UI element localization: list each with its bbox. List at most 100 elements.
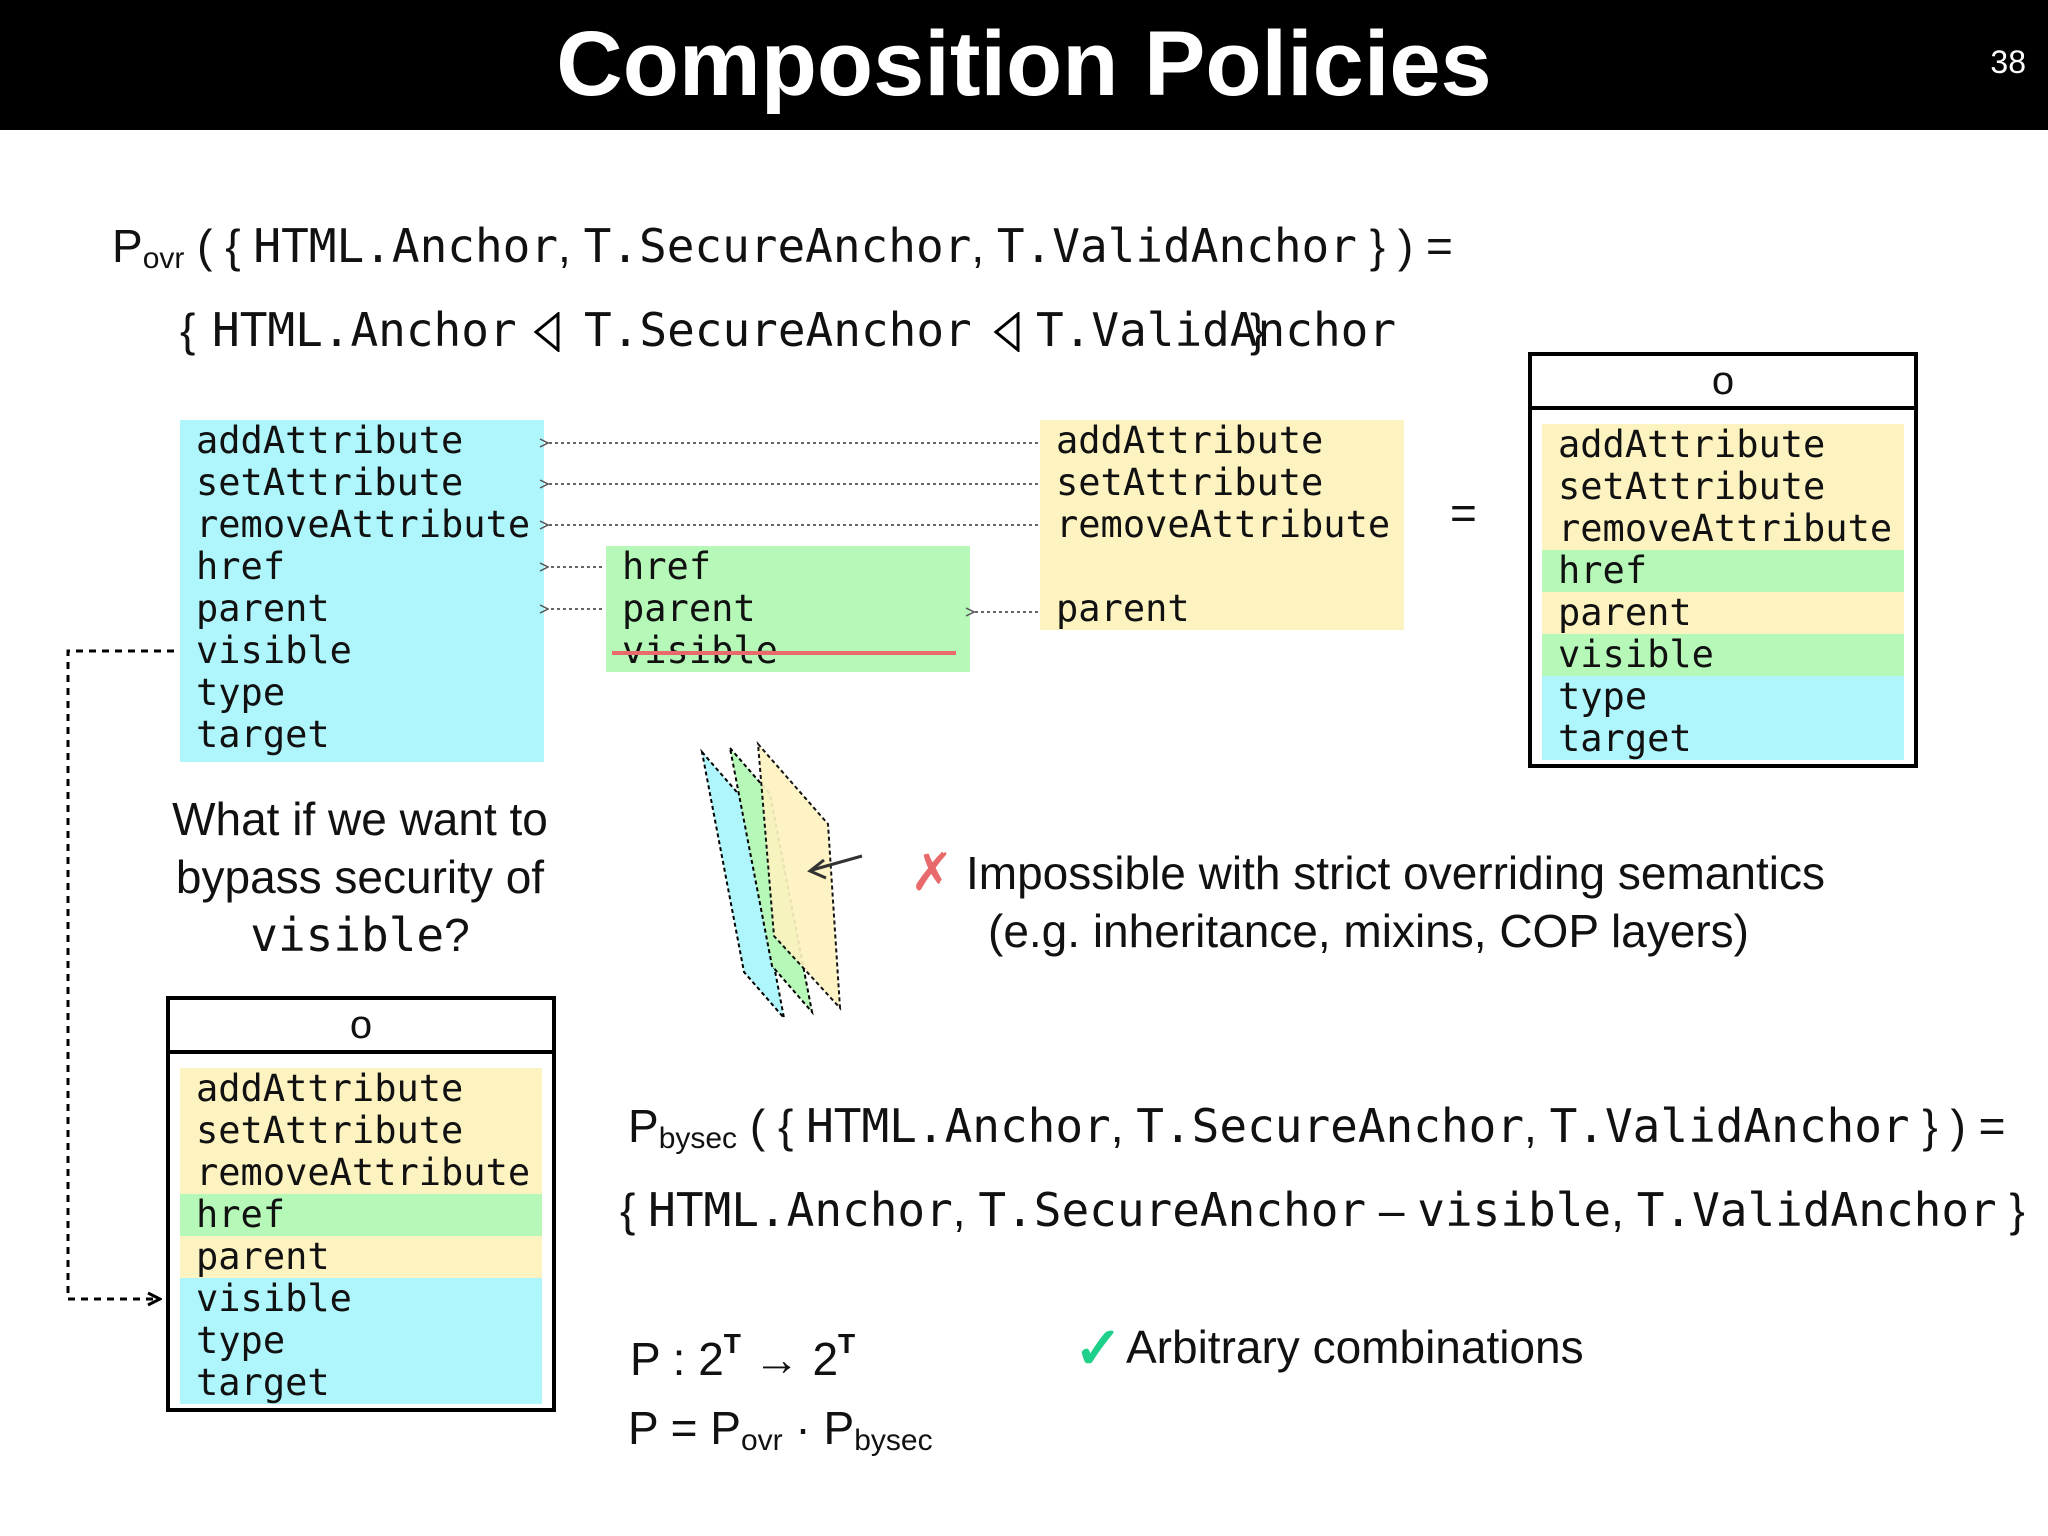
formula-bysec: Pbysec ( { HTML.Anchor, T.SecureAnchor, …: [628, 1098, 2006, 1167]
title-bar: [0, 0, 2048, 130]
object-member-parent: parent: [1542, 592, 1904, 634]
layer-plane-html: [700, 748, 786, 1022]
compose-sub-bysec: bysec: [854, 1424, 933, 1457]
formula-ovr-result: { HTML.Anchor T.SecureAnchor T.ValidAnch…: [180, 302, 1400, 358]
bypass-arrow: [66, 649, 174, 1299]
result-close-brace: }: [1250, 304, 1266, 356]
bysec-result-arg2: T.SecureAnchor: [978, 1183, 1367, 1237]
formula-bysec-sep2: ,: [1524, 1100, 1550, 1152]
member-target: target: [196, 713, 330, 756]
formula-bysec-sep1: ,: [1110, 1100, 1137, 1152]
object-member-type: type: [1542, 676, 1904, 718]
bysec-result-arg3: T.ValidAnchor: [1636, 1183, 1997, 1237]
object-member-removeattribute: removeAttribute: [180, 1152, 542, 1194]
formula-bysec-arg3: T.ValidAnchor: [1549, 1099, 1910, 1153]
question-visible: visible: [250, 908, 445, 962]
result-open-brace: {: [180, 304, 196, 356]
type-formula-arrow: → 2: [740, 1333, 839, 1385]
member-set-attribute: setAttribute: [196, 461, 464, 504]
formula-ovr-close: } ) =: [1356, 220, 1453, 272]
layer-arrow: [811, 854, 863, 872]
equals-sign: =: [1450, 487, 1477, 539]
object-member-href: href: [1542, 550, 1904, 592]
bysec-result-close: }: [1996, 1184, 2025, 1236]
object-member-visible: visible: [1542, 634, 1904, 676]
member-add-attribute: addAttribute: [1056, 419, 1324, 462]
member-href: href: [196, 545, 286, 588]
formula-ovr-sub: ovr: [142, 242, 185, 275]
override-triangle-icon: [993, 312, 1020, 352]
question-line-1: What if we want to: [172, 793, 548, 845]
question-line-3: visible?: [120, 906, 600, 964]
formula-bysec-result: { HTML.Anchor, T.SecureAnchor – visible,…: [620, 1182, 2025, 1238]
arbitrary-text: Arbitrary combinations: [1126, 1321, 1584, 1373]
formula-bysec-arg1: HTML.Anchor: [806, 1099, 1111, 1153]
object-member-setattribute: setAttribute: [180, 1110, 542, 1152]
layer-arrow-head: [807, 858, 827, 880]
member-visible: visible: [196, 629, 352, 672]
valid-anchor-members: addAttribute setAttribute removeAttribut…: [1040, 420, 1404, 630]
formula-bysec-sub: bysec: [658, 1122, 738, 1155]
bypass-question: What if we want to bypass security of vi…: [120, 790, 600, 964]
member-remove-attribute: removeAttribute: [196, 503, 531, 546]
formula-ovr-arg3: T.ValidAnchor: [996, 219, 1357, 273]
question-line-2: bypass security of: [175, 851, 545, 903]
object-label: o: [170, 1000, 552, 1054]
html-anchor-members: addAttribute setAttribute removeAttribut…: [180, 420, 544, 762]
bysec-result-sep2: ,: [1611, 1184, 1637, 1236]
object-member-visible: visible: [180, 1278, 542, 1320]
slide-number: 38: [1990, 44, 2026, 80]
member-visible: visible: [622, 629, 778, 672]
result-arg3: T.ValidAnchor: [1036, 303, 1397, 357]
formula-bysec-arg2: T.SecureAnchor: [1136, 1099, 1525, 1153]
member-parent: parent: [196, 587, 330, 630]
override-triangle-icon: [533, 312, 560, 352]
member-remove-attribute: removeAttribute: [1056, 503, 1391, 546]
formula-bysec-p: P: [628, 1100, 659, 1152]
member-parent: parent: [1056, 587, 1190, 630]
type-formula-t1: T: [723, 1328, 741, 1359]
object-member-target: target: [180, 1362, 542, 1404]
cross-mark-icon: ✗: [910, 844, 954, 902]
type-formula-t2: T: [838, 1328, 856, 1359]
object-label: o: [1532, 356, 1914, 410]
bysec-result-sep1: ,: [952, 1184, 979, 1236]
bysec-result-open: {: [620, 1184, 649, 1236]
impossible-line-2: (e.g. inheritance, mixins, COP layers): [988, 905, 1749, 957]
bysec-result-visible: visible: [1417, 1183, 1612, 1237]
type-formula: P : 2T → 2T: [630, 1316, 855, 1387]
member-type: type: [196, 671, 286, 714]
object-member-href: href: [180, 1194, 542, 1236]
bysec-result-arg1: HTML.Anchor: [648, 1183, 953, 1237]
object-member-target: target: [1542, 718, 1904, 760]
layers-illustration: [700, 741, 863, 1022]
type-formula-p: P : 2: [630, 1333, 724, 1385]
formula-bysec-close: } ) =: [1909, 1100, 2006, 1152]
formula-ovr-open: ( {: [184, 220, 254, 272]
member-href: href: [622, 545, 712, 588]
formula-ovr-arg2: T.SecureAnchor: [583, 219, 972, 273]
formula-ovr-arg1: HTML.Anchor: [253, 219, 559, 273]
object-member-addattribute: addAttribute: [180, 1068, 542, 1110]
formula-ovr: Povr ( { HTML.Anchor, T.SecureAnchor, T.…: [112, 218, 1453, 287]
slide-title: Composition Policies: [556, 13, 1492, 115]
bysec-result-minus: –: [1366, 1184, 1418, 1236]
compose-lhs: P = P: [628, 1402, 741, 1454]
object-member-setattribute: setAttribute: [1542, 466, 1904, 508]
question-mark: ?: [444, 909, 470, 961]
member-set-attribute: setAttribute: [1056, 461, 1324, 504]
result-arg2: T.SecureAnchor: [584, 303, 972, 357]
layer-plane-valid: [756, 741, 842, 1011]
check-mark-icon: ✓: [1074, 1316, 1123, 1381]
object-member-parent: parent: [180, 1236, 542, 1278]
formula-bysec-open: ( {: [737, 1100, 807, 1152]
compose-sub-ovr: ovr: [740, 1424, 783, 1457]
compose-dot: · P: [782, 1402, 855, 1454]
object-member-type: type: [180, 1320, 542, 1362]
compose-formula: P = Povr · Pbysec: [628, 1400, 933, 1469]
result-arg1: HTML.Anchor: [212, 303, 517, 357]
